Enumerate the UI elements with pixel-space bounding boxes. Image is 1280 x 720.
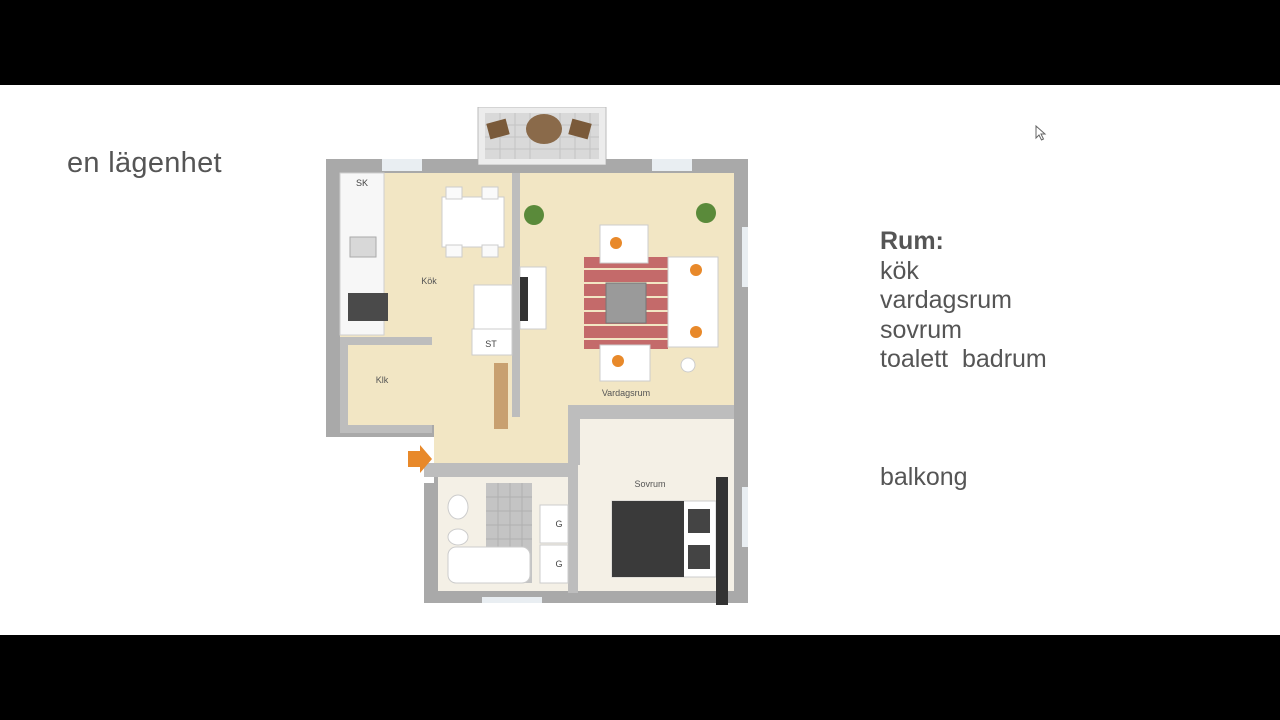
armchair	[599, 224, 649, 264]
stove	[348, 293, 388, 321]
mouse-cursor-icon	[1035, 125, 1047, 141]
room-item-bathroom: toalett badrum	[880, 345, 1047, 373]
label-g2: G	[555, 559, 562, 569]
kitchen-counter	[339, 172, 388, 336]
room-item-kitchen: kök	[880, 256, 919, 285]
label-living-room: Vardagsrum	[602, 388, 650, 398]
room-item-living-room: vardagsrum	[880, 286, 1012, 314]
entrance-arrow-icon	[408, 445, 432, 473]
label-st: ST	[485, 339, 497, 349]
washbasin	[447, 528, 469, 546]
dining-table	[441, 186, 505, 258]
bathtub	[447, 546, 531, 584]
plant-icon	[524, 205, 544, 225]
toilet	[447, 494, 469, 520]
sink	[349, 236, 377, 258]
balcony-table	[526, 114, 562, 144]
label-g1: G	[555, 519, 562, 529]
bed	[611, 477, 728, 605]
armchair	[599, 344, 651, 382]
floor-plan: SK Kök ST Klk	[326, 107, 748, 605]
cabinet	[539, 544, 569, 584]
slide: en lägenhet Rum: kök vardagsrum sovrum t…	[0, 85, 1280, 635]
label-kitchen: Kök	[421, 276, 437, 286]
balcony-chair-left	[486, 118, 510, 140]
bathroom	[447, 483, 569, 584]
bookshelf	[494, 363, 508, 429]
balcony	[477, 107, 607, 166]
label-sk: SK	[356, 178, 368, 188]
room-item-bedroom: sovrum	[880, 315, 962, 344]
interior-walls	[340, 173, 734, 593]
slide-title: en lägenhet	[67, 147, 222, 179]
rooms-header: Rum:	[880, 227, 944, 255]
balcony-label: balkong	[880, 463, 968, 491]
plant-icon	[696, 203, 716, 223]
cabinet	[539, 504, 569, 544]
label-bedroom: Sovrum	[634, 479, 665, 489]
balcony-chair-right	[568, 118, 592, 140]
label-klk: Klk	[376, 375, 389, 385]
tv	[520, 277, 528, 321]
side-table	[680, 357, 696, 373]
coffee-table	[605, 282, 647, 324]
rooms-list: Rum: kök vardagsrum sovrum toalett badru…	[880, 227, 1047, 375]
